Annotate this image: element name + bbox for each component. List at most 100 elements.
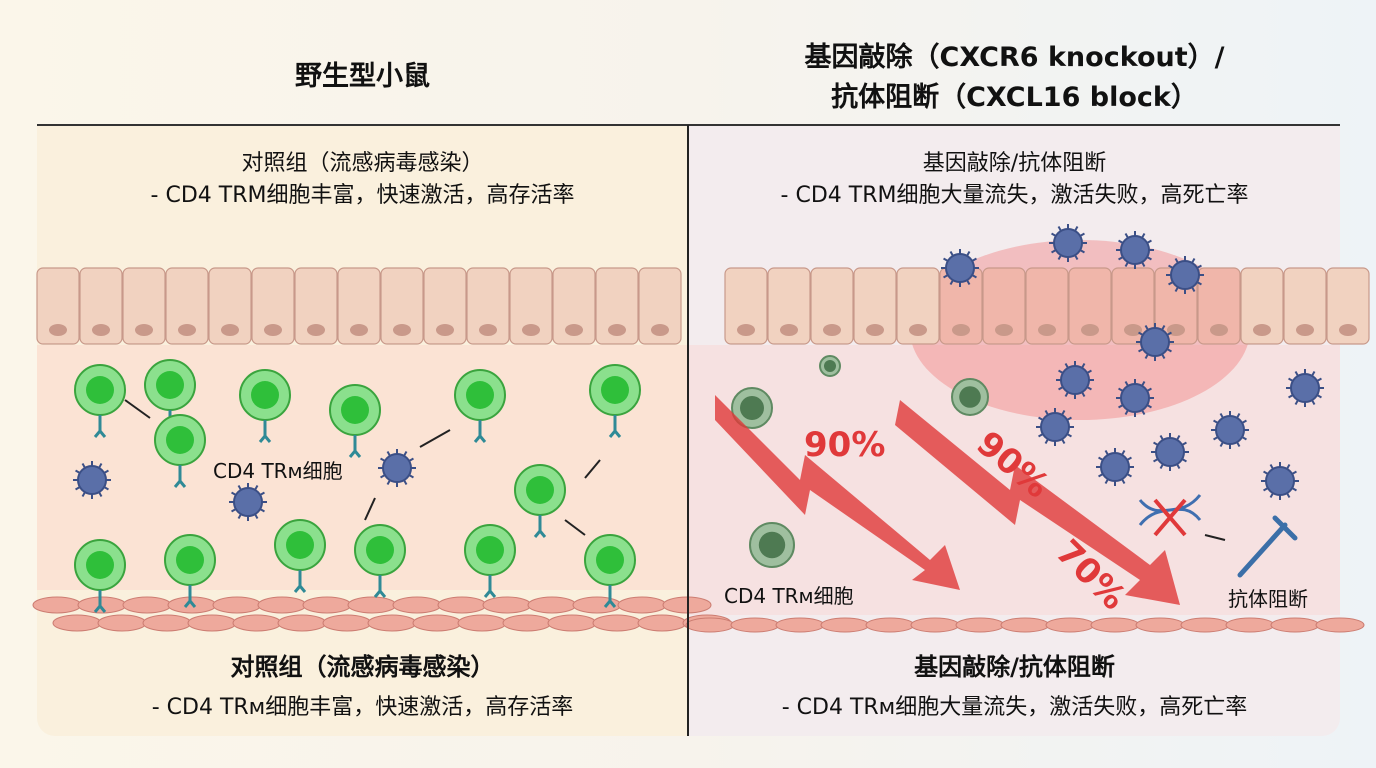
migration-arrow [124,399,151,419]
endothelial-cell [1225,617,1275,633]
epithelial-nucleus [350,324,368,336]
epithelial-cell [767,267,811,345]
endothelial-cell [212,596,262,614]
cd4-trm-nucleus [86,551,114,579]
receptor-icon [533,515,547,538]
endothelial-cell [482,596,532,614]
cd4-trm-nucleus [596,546,624,574]
epithelial-nucleus [1210,324,1228,336]
endothelial-cell [347,596,397,614]
epithelial-cell [79,267,123,345]
virus-icon [1140,327,1170,357]
endothelial-cell [730,617,780,633]
cd4-trm-nucleus [176,546,204,574]
epithelial-cell [896,267,940,345]
epithelial-nucleus [952,324,970,336]
receptor-icon [483,575,497,598]
virus-icon [1265,466,1295,496]
epithelial-cell [638,267,682,345]
dna-icon [1138,494,1202,526]
endothelial-cell [820,617,870,633]
epithelial-cell [1111,267,1155,345]
receptor-icon [93,415,107,438]
antibody-block-label: 抗体阻断 [1228,587,1308,611]
right-top-desc: - CD4 TRM细胞大量流失，激活失败，高死亡率 [780,183,1249,208]
endothelial-cell [547,614,597,632]
endothelial-cell [302,596,352,614]
migration-arrow [564,519,586,536]
cd4-trm-nucleus [341,396,369,424]
virus-icon [77,465,107,495]
epithelial-nucleus [92,324,110,336]
endothelial-cell [232,614,282,632]
virus-icon [1060,365,1090,395]
left-top-heading: 对照组（流感病毒感染） [241,151,484,176]
receptor-icon [183,585,197,608]
endothelial-cell [392,596,442,614]
virus-icon [1215,415,1245,445]
left-title: 野生型小鼠 [295,61,430,92]
epithelial-nucleus [1253,324,1271,336]
right-top-heading: 基因敲除/抗体阻断 [922,151,1107,176]
epithelial-nucleus [565,324,583,336]
depleted-trm-nucleus [824,360,836,372]
epithelial-cell [1068,267,1112,345]
epithelial-nucleus [737,324,755,336]
epithelial-cell [509,267,553,345]
receptor-icon [603,585,617,608]
endothelial-cell [775,617,825,633]
receptor-icon [373,575,387,598]
cd4-trm-nucleus [156,371,184,399]
virus-icon [1053,228,1083,258]
virus-icon [1100,452,1130,482]
epithelial-cell [810,267,854,345]
arrow-to-syringe [1204,534,1226,541]
epithelial-nucleus [866,324,884,336]
endothelial-cell [412,614,462,632]
epithelial-nucleus [1081,324,1099,336]
cd4-trm-nucleus [366,536,394,564]
endothelial-cell [457,614,507,632]
epithelial-nucleus [995,324,1013,336]
epithelial-nucleus [178,324,196,336]
epithelial-cell [380,267,424,345]
epithelial-cell [294,267,338,345]
epithelial-cell [595,267,639,345]
virus-icon [382,453,412,483]
cd4-trm-nucleus [466,381,494,409]
receptor-icon [473,420,487,443]
depleted-trm-nucleus [758,531,786,559]
left-cell-label: CD4 TRм细胞 [213,459,343,483]
endothelial-cell [910,617,960,633]
endothelial-cell [257,596,307,614]
epithelial-nucleus [307,324,325,336]
endothelial-cell [1000,617,1050,633]
epithelial-nucleus [651,324,669,336]
epithelial-cell [1025,267,1069,345]
endothelial-cell [1315,617,1365,633]
virus-icon [1120,235,1150,265]
epithelial-nucleus [1296,324,1314,336]
endothelial-cell [527,596,577,614]
epithelial-nucleus [823,324,841,336]
right-bottom-heading: 基因敲除/抗体阻断 [914,653,1115,681]
endothelial-cell [437,596,487,614]
endothelial-cell [1270,617,1320,633]
receptor-icon [608,415,622,438]
decline-arrow-1 [715,395,960,590]
endothelial-cell [955,617,1005,633]
epithelial-cell [982,267,1026,345]
receptor-icon [348,435,362,458]
virus-icon [233,487,263,517]
depleted-trm-nucleus [959,386,981,408]
left-bottom-desc: - CD4 TRм细胞丰富，快速激活，高存活率 [151,695,574,720]
left-bottom-heading: 对照组（流感病毒感染） [230,653,495,681]
epithelial-nucleus [1339,324,1357,336]
right-title-line1: 基因敲除（CXCR6 knockout）/ [804,42,1225,73]
epithelial-nucleus [522,324,540,336]
center-divider [687,125,689,736]
epithelial-cell [122,267,166,345]
epithelial-nucleus [1124,324,1142,336]
epithelial-nucleus [479,324,497,336]
endothelial-cell [277,614,327,632]
